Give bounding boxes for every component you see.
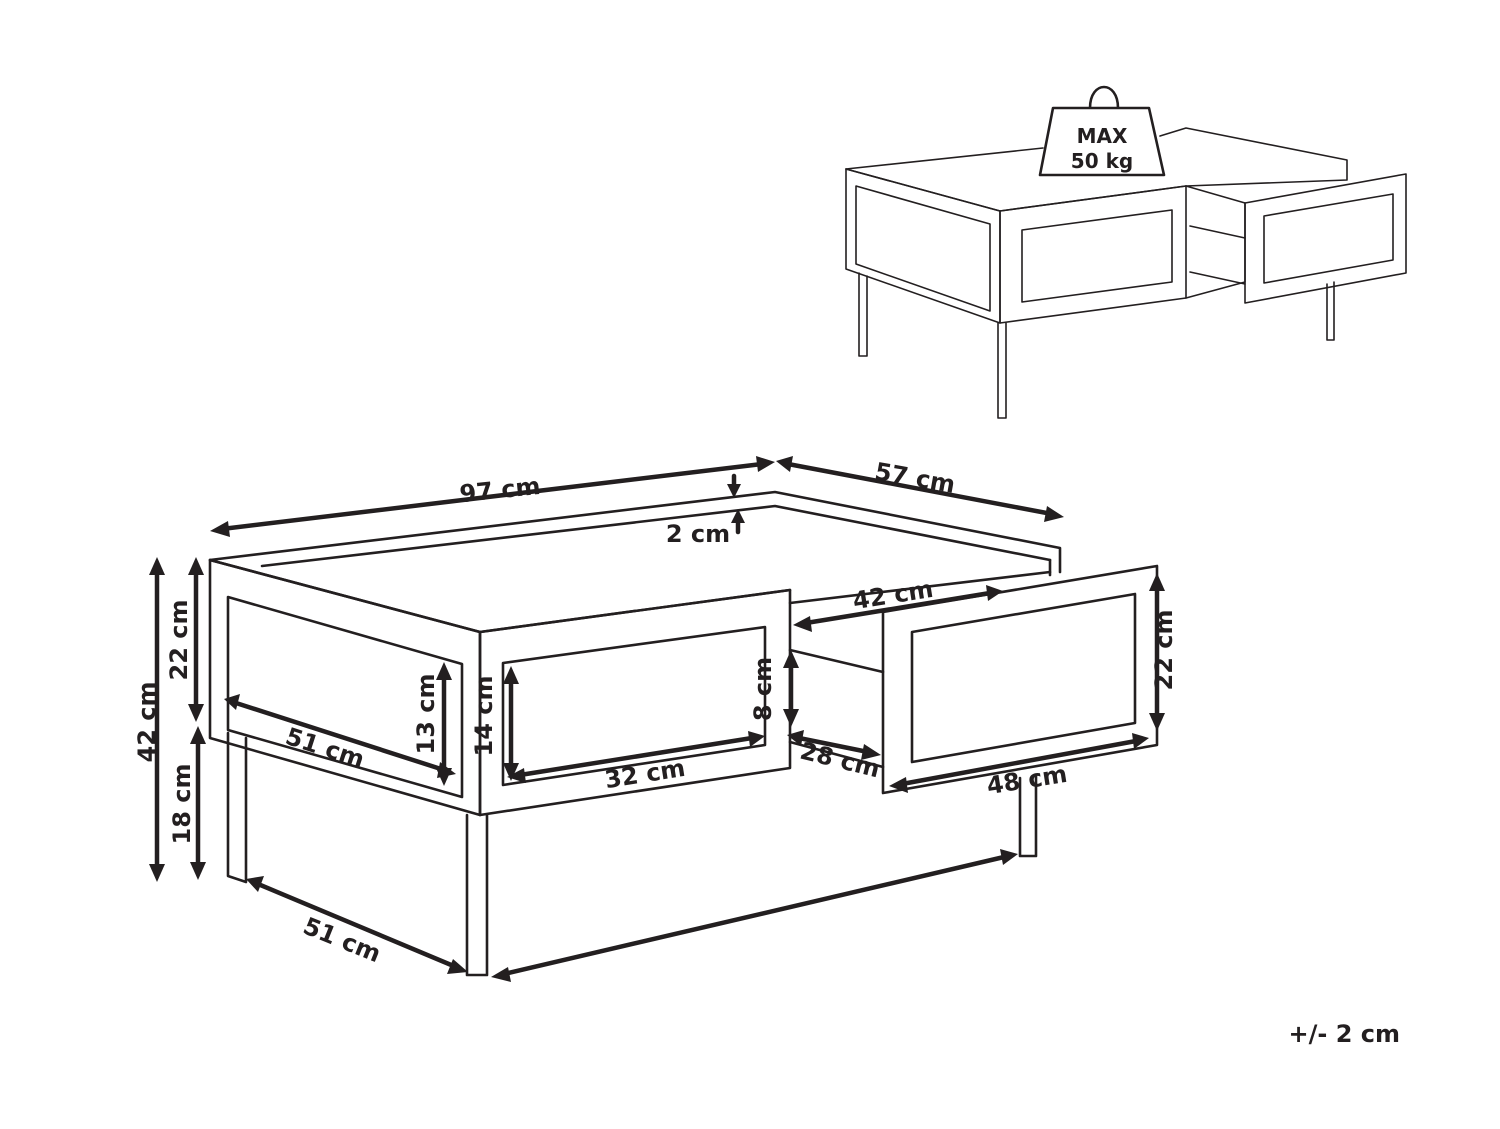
arrow-depth [785, 461, 1055, 517]
label-drawer-front-height: 22 cm [1150, 610, 1178, 691]
sketch-front-face [999, 185, 1187, 324]
weight-icon [1038, 85, 1166, 177]
weight-label-max: MAX [1077, 124, 1128, 148]
arrow-base-depth [255, 881, 459, 970]
label-drawer-inner-height: 8 cm [749, 657, 777, 721]
label-leg-height: 18 cm [168, 764, 196, 845]
arrow-drawer-depth [796, 735, 871, 755]
sketch-side-face [845, 168, 1001, 324]
tolerance-note: +/- 2 cm [1288, 1020, 1400, 1048]
weight-label-value: 50 kg [1071, 149, 1133, 173]
label-drawer-width: 42 cm [851, 575, 935, 615]
label-front-panel-height: 14 cm [470, 676, 498, 757]
drawer-front [881, 564, 1159, 795]
label-body-height: 22 cm [165, 600, 193, 681]
arrow-drawer-front-width [899, 738, 1139, 787]
front-face [478, 588, 792, 817]
arrow-front-panel-width [517, 735, 755, 778]
label-rim: 2 cm [666, 520, 730, 548]
dimension-labels: 97 cm 57 cm 2 cm 42 cm 22 cm 18 cm 51 cm… [133, 457, 1178, 968]
main-table [208, 490, 1159, 977]
label-length: 97 cm [458, 472, 541, 508]
label-total-height: 42 cm [133, 682, 161, 763]
dimension-arrows [149, 456, 1165, 982]
arrow-side-panel-width [233, 700, 447, 773]
label-side-panel-height: 13 cm [412, 674, 440, 755]
arrow-drawer-width [803, 590, 993, 626]
arrow-length [219, 461, 765, 532]
arrow-base-length [501, 854, 1007, 977]
sketch-drawer-front [1244, 173, 1407, 304]
leg-right [1018, 774, 1038, 858]
perspective-sketch: MAX 50 kg [845, 85, 1407, 419]
leg-front [465, 813, 489, 977]
label-depth: 57 cm [873, 457, 958, 499]
leg-back-left [226, 731, 248, 884]
label-drawer-depth: 28 cm [797, 737, 882, 784]
